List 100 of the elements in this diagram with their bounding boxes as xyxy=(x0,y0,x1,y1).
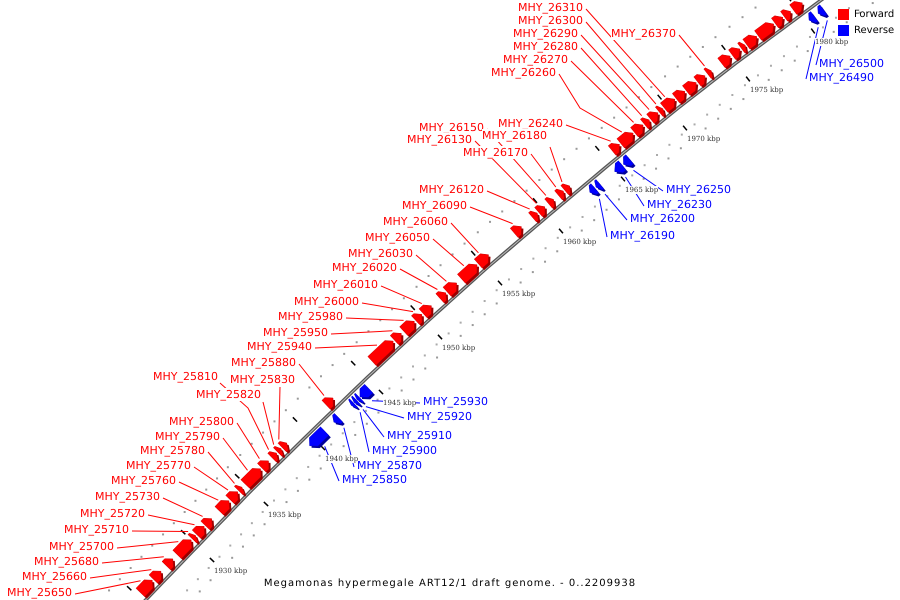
gene-label: MHY_26020 xyxy=(332,261,397,274)
gene-glyph xyxy=(623,154,636,168)
leader-line xyxy=(486,190,530,210)
leader-line xyxy=(470,206,514,224)
gene-label: MHY_25870 xyxy=(357,459,422,472)
gene-label: MHY_25820 xyxy=(196,388,261,401)
gene-label: MHY_25710 xyxy=(64,523,129,536)
leader-line xyxy=(380,286,422,304)
leader-line xyxy=(580,48,642,116)
gene-label: MHY_26030 xyxy=(348,247,413,260)
gene-label: MHY_26370 xyxy=(611,27,676,40)
leader-line xyxy=(432,238,464,266)
gene-glyph xyxy=(608,143,622,158)
gene-label: MHY_25650 xyxy=(7,586,72,599)
gene-label: MHY_25730 xyxy=(95,490,160,503)
gene-label: MHY_25720 xyxy=(80,507,145,520)
gene-glyph xyxy=(368,340,396,368)
leader-line xyxy=(330,330,393,334)
gene-glyph xyxy=(682,81,698,98)
gene-glyph xyxy=(817,4,829,18)
gene-label: MHY_25980 xyxy=(278,310,343,323)
gene-glyph xyxy=(240,468,263,490)
leader-line xyxy=(74,580,141,594)
leader-line xyxy=(530,154,556,188)
leader-line xyxy=(102,556,164,564)
gene-glyph xyxy=(510,225,524,240)
leader-line xyxy=(416,254,447,282)
gene-label: MHY_26310 xyxy=(518,1,583,14)
gene-label: MHY_25900 xyxy=(372,444,437,457)
gene-glyph xyxy=(789,1,804,16)
gene-label: MHY_26010 xyxy=(313,278,378,291)
leader-line xyxy=(400,268,438,290)
leader-line xyxy=(362,302,414,312)
gene-glyph xyxy=(214,500,232,517)
gene-glyph xyxy=(457,264,479,286)
leader-line xyxy=(633,170,664,192)
gene-glyph xyxy=(672,90,687,105)
leader-line xyxy=(262,402,274,446)
leader-line xyxy=(346,318,404,321)
gene-glyph xyxy=(754,22,776,42)
gene-glyph xyxy=(399,320,416,338)
leader-line xyxy=(580,34,650,110)
gene-label: MHY_25880 xyxy=(231,356,296,369)
gene-glyph xyxy=(614,160,628,175)
gene-label: MHY_26190 xyxy=(610,229,675,242)
gene-label: MHY_26120 xyxy=(419,183,484,196)
gene-glyph xyxy=(771,16,785,30)
gene-label: MHY_26150 xyxy=(419,121,484,134)
leader-line xyxy=(806,26,819,80)
gene-label: MHY_26200 xyxy=(630,212,695,225)
gene-glyph xyxy=(528,210,540,224)
gene-label: MHY_25800 xyxy=(169,415,234,428)
gene-label: MHY_26230 xyxy=(647,198,712,211)
leader-line xyxy=(222,438,248,471)
leader-line xyxy=(298,364,324,396)
gene-label: MHY_26260 xyxy=(491,66,556,79)
leader-line xyxy=(570,60,634,123)
leader-line xyxy=(314,344,378,348)
leader-line xyxy=(360,412,370,452)
leader-line xyxy=(362,408,384,438)
leader-line xyxy=(116,541,179,548)
gene-glyph xyxy=(360,384,375,400)
gene-glyph xyxy=(322,397,336,412)
gene-glyph xyxy=(332,413,345,426)
gene-label: MHY_26250 xyxy=(666,183,731,196)
gene-label: MHY_26490 xyxy=(809,71,874,84)
legend-label: Reverse xyxy=(854,25,894,36)
leader-line xyxy=(558,74,622,133)
leader-line xyxy=(365,406,404,418)
gene-glyph xyxy=(588,183,601,196)
leader-line xyxy=(598,198,608,238)
leader-line xyxy=(450,222,479,254)
gene-glyph xyxy=(717,54,732,70)
gene-label: MHY_25930 xyxy=(423,395,488,408)
gene-label: MHY_25940 xyxy=(247,340,312,353)
gene-glyph xyxy=(348,398,360,410)
gene-label: MHY_26290 xyxy=(513,27,578,40)
gene-glyph xyxy=(544,197,556,210)
leader-line xyxy=(90,569,152,578)
gene-label: MHY_26240 xyxy=(498,117,563,130)
legend-label: Forward xyxy=(854,9,894,20)
gene-glyph xyxy=(172,539,194,561)
gene-glyph xyxy=(808,11,820,25)
gene-label: MHY_26060 xyxy=(383,215,448,228)
leader-line xyxy=(586,22,656,104)
gene-glyph xyxy=(694,74,707,88)
gene-label: MHY_25790 xyxy=(155,430,220,443)
gene-label: MHY_25920 xyxy=(407,410,472,423)
leader-line xyxy=(816,20,828,66)
gene-label: MHY_26050 xyxy=(365,231,430,244)
gene-label: MHY_26300 xyxy=(518,14,583,27)
gene-label: MHY_25810 xyxy=(153,370,218,383)
gene-label: MHY_26270 xyxy=(503,53,568,66)
gene-label: MHY_26500 xyxy=(819,57,884,70)
gene-label: MHY_25760 xyxy=(111,474,176,487)
gene-label: MHY_26170 xyxy=(463,146,528,159)
gene-label: MHY_25770 xyxy=(126,459,191,472)
gene-glyph xyxy=(162,558,176,572)
gene-label: MHY_26130 xyxy=(407,133,472,146)
leader-line xyxy=(132,530,189,532)
